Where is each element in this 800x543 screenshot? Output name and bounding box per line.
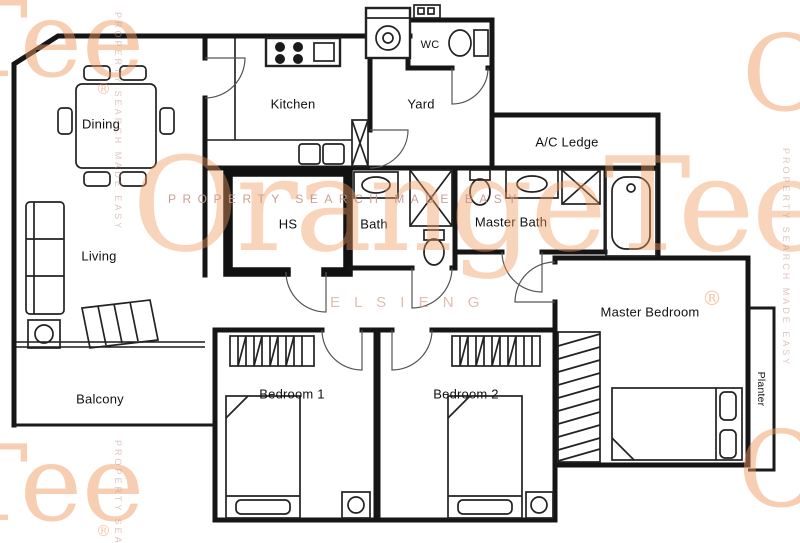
master-bath-toilet-icon xyxy=(469,169,491,206)
vanity-basin-icon xyxy=(505,169,559,199)
master-bed-icon xyxy=(611,387,743,461)
walls xyxy=(11,17,776,523)
aircon-unit-icon xyxy=(561,169,601,205)
room-label-living: Living xyxy=(81,248,117,264)
room-label-kitchen: Kitchen xyxy=(270,96,316,112)
coffee-table-icon xyxy=(27,319,61,349)
bath-toilet-icon xyxy=(423,229,445,266)
kitchen-appliance-icon xyxy=(351,119,369,167)
doors xyxy=(204,57,556,371)
rug-icon xyxy=(80,299,160,349)
bedroom2-bed-icon xyxy=(447,395,523,519)
room-label-bedroom-1: Bedroom 1 xyxy=(259,386,325,402)
wc-toilet-icon xyxy=(448,29,489,57)
bedroom1-bed-icon xyxy=(225,395,301,519)
master-wardrobe-icon xyxy=(557,331,601,463)
room-label-master-bath: Master Bath xyxy=(474,214,548,230)
room-label-dining: Dining xyxy=(81,116,121,132)
bathtub-icon xyxy=(605,169,657,257)
dining-table-icon xyxy=(57,65,175,187)
stove-icon xyxy=(264,36,342,68)
room-label-bath: Bath xyxy=(360,216,388,232)
washing-machine-icon xyxy=(364,6,412,60)
bath-basin-icon xyxy=(353,171,399,199)
room-label-balcony: Balcony xyxy=(76,391,124,407)
meter-box-icon xyxy=(413,4,441,19)
room-label-bedroom-2: Bedroom 2 xyxy=(433,386,499,402)
room-label-planter: Planter xyxy=(755,371,767,407)
bedroom2-sidetable-icon xyxy=(525,491,554,519)
room-label-hs: HS xyxy=(278,216,298,232)
room-label-master-bedroom: Master Bedroom xyxy=(600,304,700,320)
sofa-icon xyxy=(25,201,65,315)
kitchen-counter-icon xyxy=(205,38,352,141)
kitchen-sink-icon xyxy=(298,143,345,165)
bedroom2-wardrobe-icon xyxy=(451,335,541,367)
bedroom1-sidetable-icon xyxy=(341,491,371,519)
room-label-yard: Yard xyxy=(407,96,435,112)
room-label-ac-ledge: A/C Ledge xyxy=(535,134,599,150)
shower-icon xyxy=(409,169,453,227)
room-label-wc: WC xyxy=(420,39,440,51)
bedroom1-wardrobe-icon xyxy=(229,335,315,367)
